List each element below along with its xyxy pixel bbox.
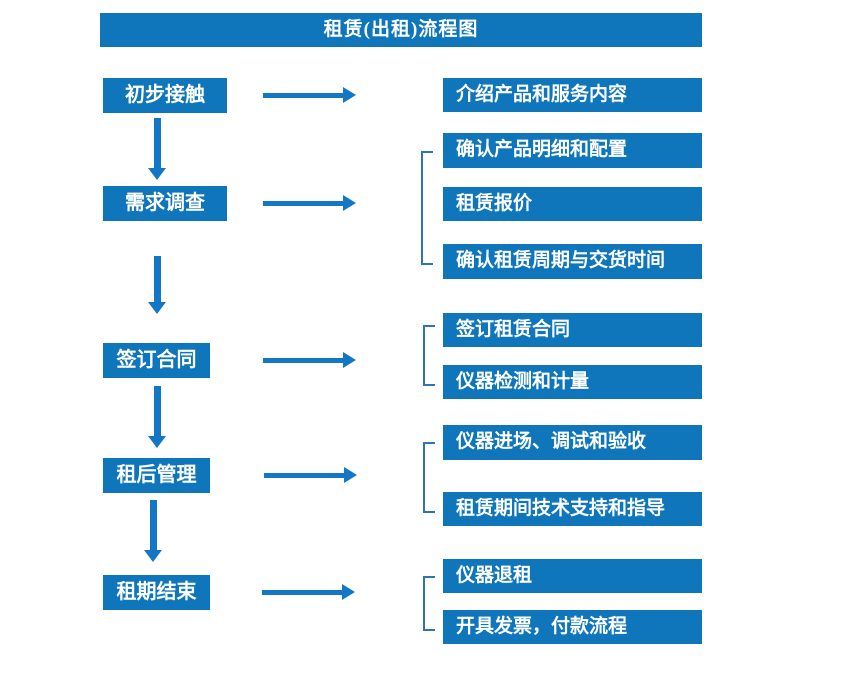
arrow-shaft (263, 92, 343, 98)
detail-box-rental-quotation: 租赁报价 (443, 187, 702, 221)
detail-box-confirm-period-delivery: 确认租赁周期与交货时间 (443, 244, 702, 279)
down-arrow-icon-3 (148, 386, 166, 448)
arrow-head (148, 302, 166, 314)
arrow-shaft (263, 200, 343, 206)
arrow-head (343, 195, 356, 211)
step-box-post-rental-management: 租后管理 (103, 458, 210, 493)
step-box-initial-contact: 初步接触 (103, 78, 227, 113)
down-arrow-icon-2 (148, 256, 166, 314)
arrow-head (148, 168, 166, 180)
step-box-sign-contract: 签订合同 (103, 343, 210, 378)
detail-box-technical-support: 租赁期间技术支持和指导 (443, 492, 702, 526)
detail-box-instrument-testing: 仪器检测和计量 (443, 365, 702, 399)
arrow-head (342, 584, 355, 600)
group-bracket-rental-end (423, 576, 435, 631)
right-arrow-icon-4 (264, 467, 357, 483)
arrow-head (343, 352, 356, 368)
arrow-shaft (153, 256, 161, 302)
right-arrow-icon-5 (262, 584, 355, 600)
detail-box-sign-rental-contract: 签订租赁合同 (443, 313, 702, 347)
arrow-shaft (153, 386, 161, 436)
right-arrow-icon-2 (263, 195, 356, 211)
arrow-shaft (263, 357, 343, 363)
detail-box-instrument-return: 仪器退租 (443, 559, 702, 593)
down-arrow-icon-1 (148, 118, 166, 180)
detail-box-invoice-payment: 开具发票，付款流程 (443, 610, 702, 644)
group-bracket-sign-contract (423, 325, 435, 386)
arrow-shaft (153, 118, 161, 168)
step-box-rental-end: 租期结束 (103, 575, 210, 610)
right-arrow-icon-1 (263, 87, 356, 103)
group-bracket-demand-survey (421, 151, 433, 265)
arrow-head (343, 87, 356, 103)
group-bracket-post-rental (423, 442, 435, 513)
arrow-head (144, 550, 162, 562)
arrow-head (344, 467, 357, 483)
step-box-demand-survey: 需求调查 (103, 186, 227, 221)
detail-box-instrument-setup-acceptance: 仪器进场、调试和验收 (443, 425, 702, 460)
right-arrow-icon-3 (263, 352, 356, 368)
detail-box-introduce-products: 介绍产品和服务内容 (443, 78, 702, 112)
flowchart-title: 租赁(出租)流程图 (100, 13, 702, 47)
down-arrow-icon-4 (144, 500, 162, 562)
arrow-shaft (262, 589, 342, 595)
detail-box-confirm-product-config: 确认产品明细和配置 (443, 133, 702, 168)
arrow-shaft (264, 472, 344, 478)
arrow-head (148, 436, 166, 448)
arrow-shaft (149, 500, 157, 550)
